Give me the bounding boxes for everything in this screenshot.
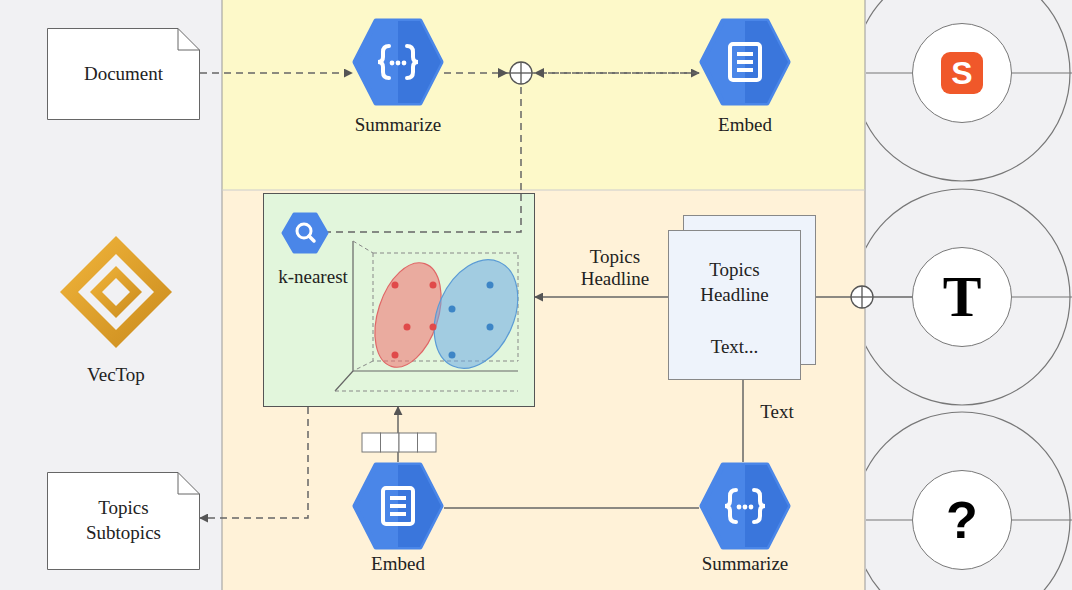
connector <box>200 407 308 518</box>
source-circle: T <box>912 247 1012 347</box>
document-title: Topics Subtopics <box>69 496 179 545</box>
connector <box>742 380 744 462</box>
source-logo: S <box>941 52 983 94</box>
connector <box>816 296 912 298</box>
service-hexagon: Summarize <box>699 462 791 550</box>
document-box: Topics Subtopics <box>47 472 200 570</box>
document-title: Document <box>84 62 163 87</box>
document-shape <box>47 472 200 570</box>
join-plus <box>498 62 544 84</box>
connector <box>444 507 699 509</box>
hex-icon <box>352 18 444 106</box>
edge-label-wrap: Topics Headline <box>572 246 658 290</box>
document-box: Document <box>47 28 200 120</box>
service-hexagon: Embed <box>699 18 791 106</box>
label-wrap: VecTop <box>56 364 176 386</box>
source-logo: ? <box>946 494 978 546</box>
service-hexagon: Embed <box>352 462 444 550</box>
source-circle: ? <box>912 470 1012 570</box>
source-circle: S <box>912 23 1012 123</box>
vector-space-box: k-nearest <box>263 193 535 407</box>
brand-label: VecTop <box>56 364 176 386</box>
service-label: Embed <box>655 114 835 136</box>
vector-cells <box>362 433 436 452</box>
card-heading: Topics Headline <box>687 258 782 307</box>
connector <box>521 73 699 193</box>
article-card: Topics HeadlineText... <box>668 230 801 380</box>
service-label: Embed <box>308 553 488 575</box>
service-label: Summarize <box>308 114 488 136</box>
edge-label: Topics Headline <box>572 246 658 290</box>
hex-icon <box>699 18 791 106</box>
source-logo: T <box>943 268 982 326</box>
hex-icon <box>352 462 444 550</box>
join-plus <box>851 286 873 308</box>
service-hexagon: Summarize <box>352 18 444 106</box>
edge-label-wrap: Text <box>752 401 802 423</box>
card-body: Text... <box>711 335 759 360</box>
service-label: Summarize <box>655 553 835 575</box>
edge-label: Text <box>752 401 802 423</box>
connector <box>535 296 668 298</box>
connector <box>200 72 352 74</box>
card-front <box>668 230 801 380</box>
hex-icon <box>699 462 791 550</box>
vectop-logo <box>60 236 172 348</box>
search-label: k-nearest <box>268 266 358 288</box>
cluster-plot <box>263 193 535 407</box>
